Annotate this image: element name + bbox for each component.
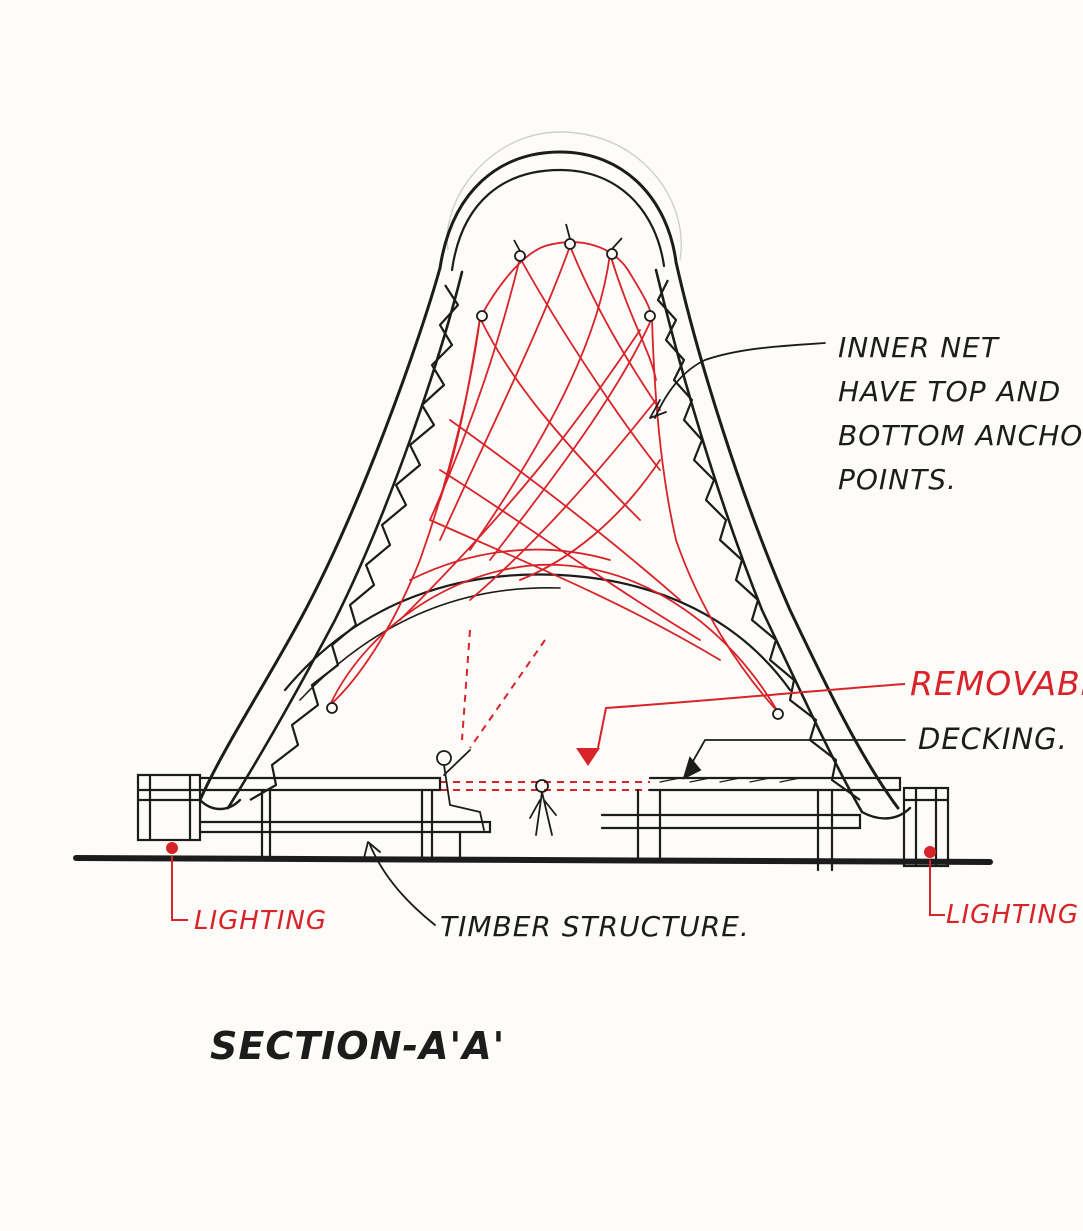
people-figures [436,749,557,836]
timber-structure-label: TIMBER STRUCTURE. [440,910,750,943]
removable-indicators [440,629,650,791]
inner-net-note-line-3: BOTTOM ANCHOR [838,419,1083,452]
removable-arrow-head [576,748,600,766]
inner-net-note-line-1: INNER NET [838,331,999,364]
lighting-label-right: LIGHTING [946,900,1079,930]
removable-leader [597,683,906,749]
lighting-markers [166,842,945,921]
inner-net-note-line-2: HAVE TOP AND [838,375,1062,408]
outer-canopy-shell [198,150,912,820]
inner-net-note-line-4: POINTS. [838,463,957,496]
inner-net-note: INNER NET HAVE TOP AND BOTTOM ANCHOR POI… [838,326,1083,502]
ground-line [73,855,993,865]
lighting-label-left: LIGHTING [194,906,327,936]
pencil-guide-arc [446,131,682,261]
leg-bracing [249,279,861,801]
section-title: SECTION-A'A' [210,1024,506,1068]
removable-label: REMOVABLE [910,664,1083,703]
inner-net [329,241,779,713]
decking-label: DECKING. [918,722,1068,756]
net-anchor-points [326,223,784,720]
leader-lines [363,342,906,926]
timber-structure [136,773,950,872]
